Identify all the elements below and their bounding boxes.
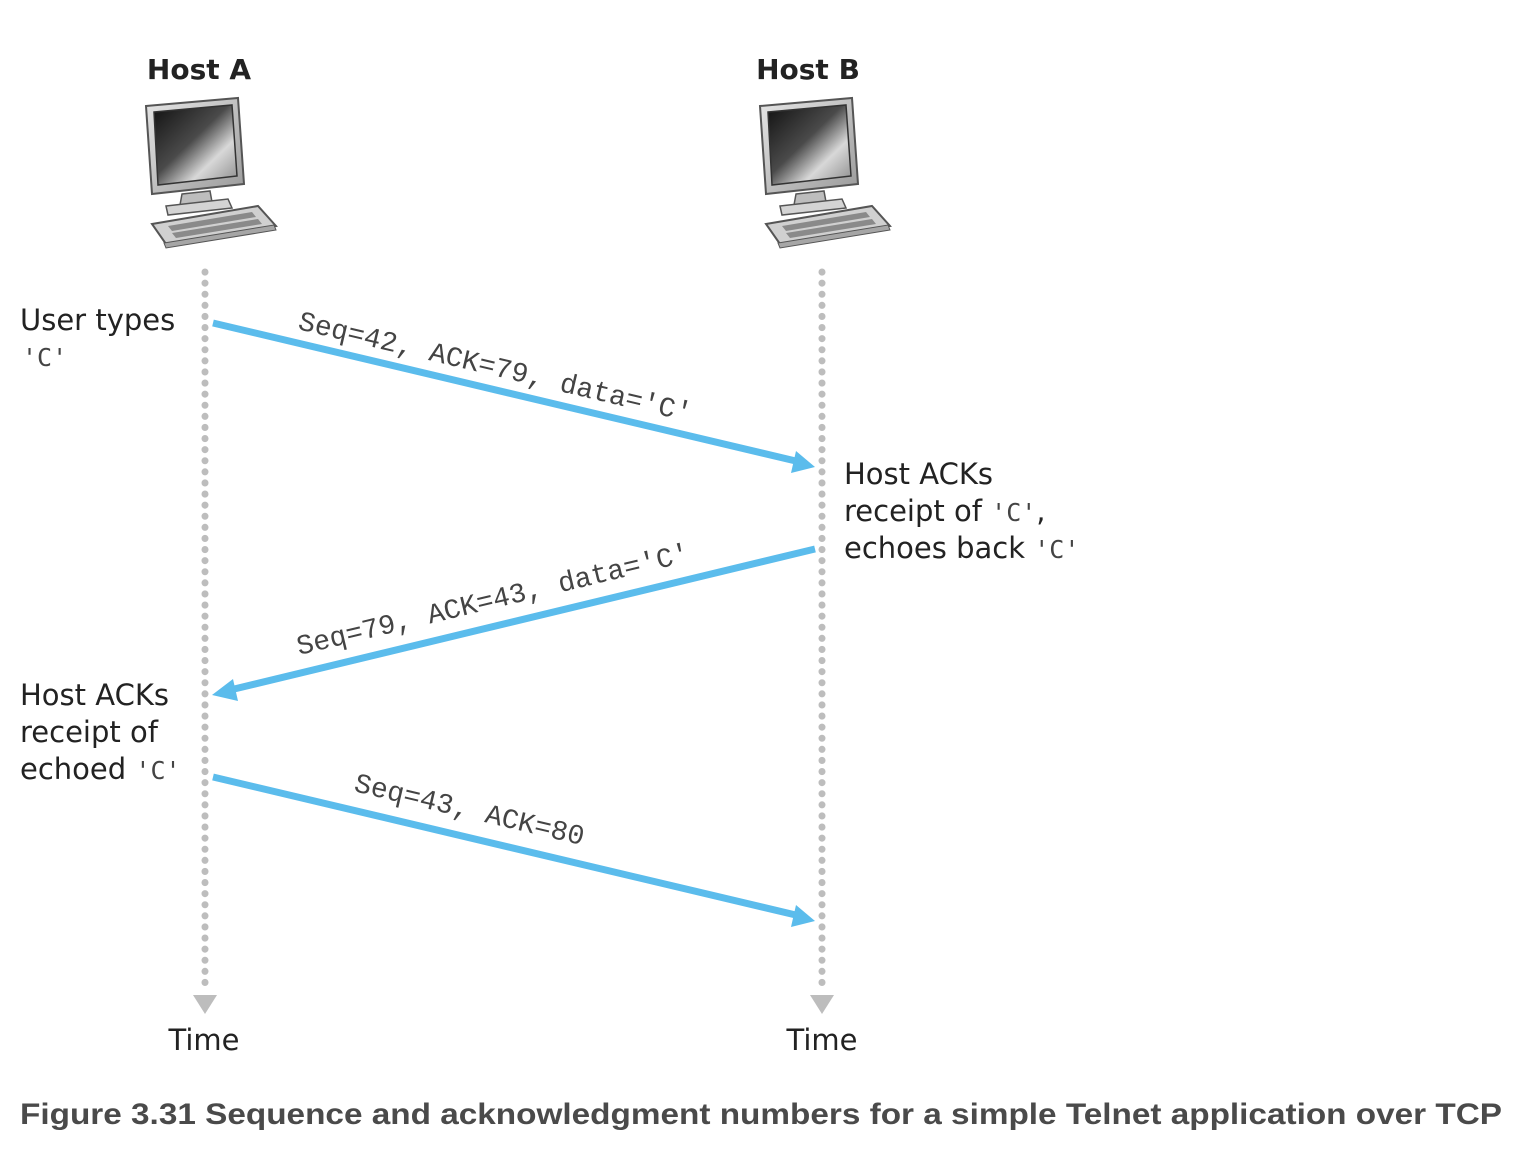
host-a-title: Host A bbox=[147, 53, 251, 86]
desktop-computer-icon bbox=[759, 97, 891, 249]
message-3-arrowhead bbox=[791, 905, 815, 927]
note-host-b-line2: receipt of 'C', bbox=[844, 494, 1046, 528]
note-host-a-line3: echoed 'C' bbox=[20, 752, 181, 786]
note-host-b-line2-text: receipt of bbox=[844, 494, 991, 528]
host-b-time-label: Time bbox=[786, 1023, 858, 1057]
message-2-arrowhead bbox=[212, 679, 238, 701]
message-1-arrow-line bbox=[212, 319, 801, 466]
host-b-title: Host B bbox=[756, 53, 860, 86]
note-host-a-ack: Host ACKs receipt of echoed 'C' bbox=[20, 678, 181, 786]
message-1-arrowhead bbox=[791, 451, 815, 473]
figure-caption: Figure 3.31 Sequence and acknowledgment … bbox=[20, 1098, 1502, 1131]
note-host-b-line1: Host ACKs bbox=[844, 457, 993, 491]
message-3-label: Seq=43, ACK=80 bbox=[351, 770, 587, 854]
note-host-b-line2-code: 'C' bbox=[991, 498, 1036, 527]
host-a-time-arrowhead bbox=[193, 995, 217, 1014]
desktop-computer-icon bbox=[145, 97, 277, 249]
note-host-b-line3-code: 'C' bbox=[1034, 535, 1079, 564]
note-host-a-line3-text: echoed bbox=[20, 752, 135, 786]
message-2-label: Seq=79, ACK=43, data='C' bbox=[294, 539, 693, 663]
note-host-b-line2-suffix: , bbox=[1036, 494, 1045, 528]
host-b-time-arrowhead bbox=[810, 995, 834, 1014]
message-2-arrow-line bbox=[229, 545, 816, 694]
note-host-a-line3-code: 'C' bbox=[135, 756, 180, 785]
note-user-types-code: 'C' bbox=[22, 343, 67, 372]
note-host-a-line1: Host ACKs bbox=[20, 678, 169, 712]
note-host-b-line3: echoes back 'C' bbox=[844, 531, 1079, 565]
message-3-arrow-line bbox=[212, 773, 801, 920]
note-host-b-line3-text: echoes back bbox=[844, 531, 1034, 565]
note-host-b-ack: Host ACKs receipt of 'C', echoes back 'C… bbox=[844, 457, 1079, 565]
note-user-types-line1: User types bbox=[20, 303, 175, 337]
host-a-time-label: Time bbox=[168, 1023, 240, 1057]
note-host-a-line2: receipt of bbox=[20, 715, 159, 749]
note-user-types: User types 'C' bbox=[20, 303, 175, 372]
message-1-label: Seq=42, ACK=79, data='C' bbox=[295, 308, 695, 431]
